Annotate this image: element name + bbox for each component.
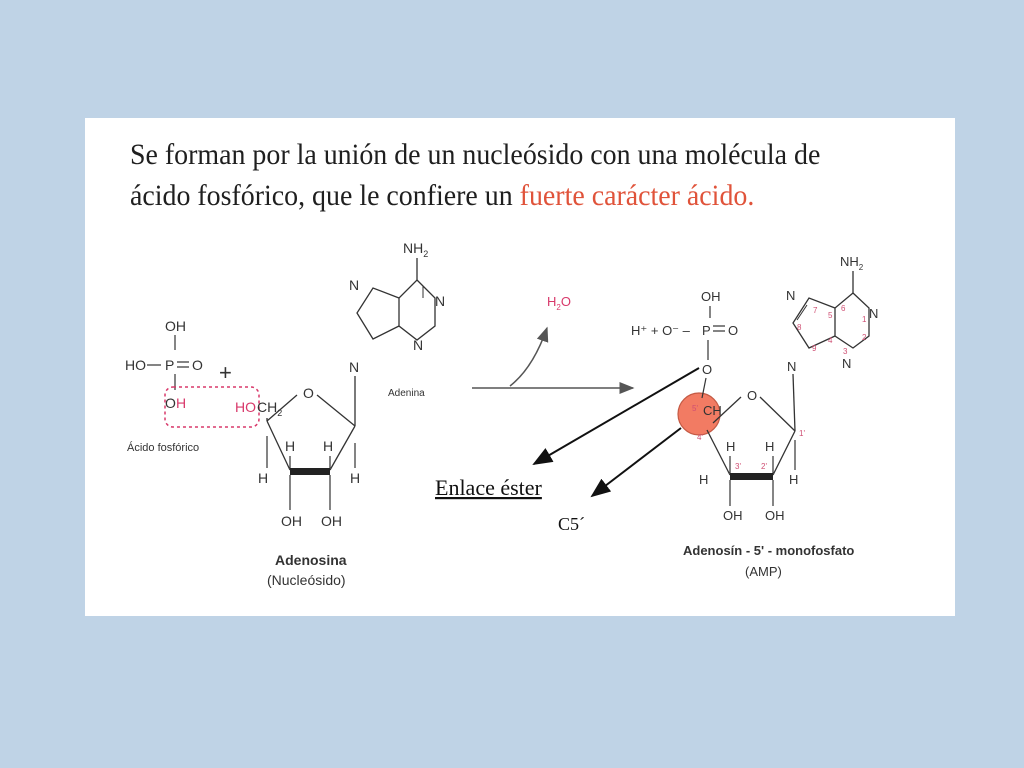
c5-highlight-circle [677, 392, 721, 436]
phosphoric-h-red: H [176, 395, 186, 411]
adenosine-oh-c2: OH [321, 513, 342, 529]
amp-oh-c2: OH [765, 508, 785, 523]
phosphoric-oh-top: OH [165, 318, 186, 334]
bond-c4-o [266, 394, 298, 422]
amp-num-4: 4 [828, 336, 833, 345]
bond-amp-c4-o [712, 396, 742, 424]
amp-n3: N [842, 356, 851, 371]
heading-highlight: fuerte carácter ácido. [519, 179, 755, 212]
bond-amp-c3-c2-bold [730, 473, 773, 480]
adenosine-h-c3-up: H [285, 438, 295, 454]
bond-amp-glycosidic [792, 373, 796, 432]
amp-num-3: 3 [843, 347, 848, 356]
amp-num-1p: 1' [799, 429, 805, 438]
bond-c1-c2 [329, 425, 356, 471]
amp-num-9: 9 [812, 344, 817, 353]
adenosine-h-c4: H [258, 470, 268, 486]
amp-ring-o: O [747, 388, 757, 403]
adenosine-oh-c3: OH [281, 513, 302, 529]
amp-num-1: 1 [862, 315, 867, 324]
amp-p: P [702, 323, 711, 338]
plus-sign: + [219, 360, 232, 385]
adenine-five-ring [356, 287, 400, 340]
amp-adenine-five-ring [792, 297, 836, 349]
bond-c3-c2-bold [290, 468, 330, 475]
amp-num-8: 8 [797, 323, 802, 332]
adenine-n1: N [435, 293, 445, 309]
adenine-n9: N [349, 359, 359, 375]
bond-amp-c4-c3 [706, 429, 731, 476]
phosphoric-acid: OH HO P O O H Ácido fosfórico [125, 318, 203, 454]
amp-num-4p: 4' [697, 433, 703, 442]
phosphoric-o: O [192, 357, 203, 373]
amp-oh-top: OH [701, 289, 721, 304]
phosphoric-acid-label: Ácido fosfórico [127, 441, 199, 454]
amp-h-c2-up: H [765, 439, 774, 454]
amp-adenine-double-bond [796, 304, 808, 321]
reaction-diagram: OH HO P O O H Ácido fosfórico + NH2 N N [125, 240, 878, 588]
heading-line-2: ácido fosfórico, que le confiere un fuer… [130, 175, 874, 216]
bond-amp-c1-c2 [772, 430, 796, 476]
amp-o-ester: O [702, 362, 712, 377]
phosphoric-ho: HO [125, 357, 146, 373]
adenosine-subtitle: (Nucleósido) [267, 572, 346, 588]
amp-h-c4: H [699, 472, 708, 487]
amp-num-6: 6 [841, 304, 846, 313]
amp-n9: N [787, 359, 796, 374]
ester-bond-arrow [532, 367, 700, 466]
amp-o-double: O [728, 323, 738, 338]
adenosine-h-c1: H [350, 470, 360, 486]
amp-base-numbering: 6 1 2 3 4 5 7 8 9 [797, 304, 867, 356]
amp-phosphate-left: H⁺ + O⁻ – [631, 323, 691, 338]
adenosine-molecule: NH2 N N N N Adenina O HO CH2 H H H H [235, 240, 445, 588]
bond-o-c5 [701, 377, 707, 399]
water-label: H2O [547, 294, 571, 312]
heading-line-1: Se forman por la unión de un nucleósido … [130, 138, 821, 171]
adenine-n7: N [349, 277, 359, 293]
phosphoric-p: P [165, 357, 174, 373]
amp-num-3p: 3' [735, 462, 741, 471]
amp-molecule: OH H⁺ + O⁻ – P O O 5' CH O 1' 4' 3' 2' [631, 254, 878, 579]
c5-arrow [590, 427, 682, 498]
amp-h-c3-up: H [726, 439, 735, 454]
amp-h-c1: H [789, 472, 798, 487]
amp-num-5p: 5' [692, 404, 698, 413]
adenosine-h-c2-up: H [323, 438, 333, 454]
amp-nh2: NH2 [840, 254, 864, 272]
amp-name: Adenosín - 5' - monofosfato [683, 543, 854, 558]
bond-o-c1 [316, 394, 356, 427]
adenosine-ch2: CH2 [257, 399, 282, 418]
amp-ch: CH [703, 403, 722, 418]
bond-amp-o-c1 [759, 396, 796, 432]
c5-label: C5´ [558, 514, 585, 534]
amp-num-2: 2 [862, 333, 867, 342]
adenine-nh2: NH2 [403, 240, 428, 259]
amp-oh-c3: OH [723, 508, 743, 523]
adenosine-name: Adenosina [275, 552, 347, 568]
bond-c4-c3 [266, 420, 291, 471]
amp-num-5: 5 [828, 311, 833, 320]
phosphoric-o-bottom: O [165, 395, 176, 411]
adenine-label: Adenina [388, 388, 425, 399]
amp-n1: N [869, 306, 878, 321]
adenosine-ho: HO [235, 399, 256, 415]
slide-panel: Se forman por la unión de un nucleósido … [85, 118, 955, 616]
adenine-n3: N [413, 337, 423, 353]
ester-bond-label: Enlace éster [435, 475, 543, 500]
ribose-ring-o: O [303, 385, 314, 401]
water-release-arrow [509, 326, 549, 387]
amp-num-2p: 2' [761, 462, 767, 471]
heading-line-2-text: ácido fosfórico, que le confiere un [130, 179, 520, 212]
water-elimination-box [164, 386, 260, 428]
adenine-six-ring [398, 279, 436, 341]
amp-subtitle: (AMP) [745, 564, 782, 579]
amp-n7: N [786, 288, 795, 303]
slide-heading: Se forman por la unión de un nucleósido … [130, 134, 874, 216]
amp-num-7: 7 [813, 306, 818, 315]
